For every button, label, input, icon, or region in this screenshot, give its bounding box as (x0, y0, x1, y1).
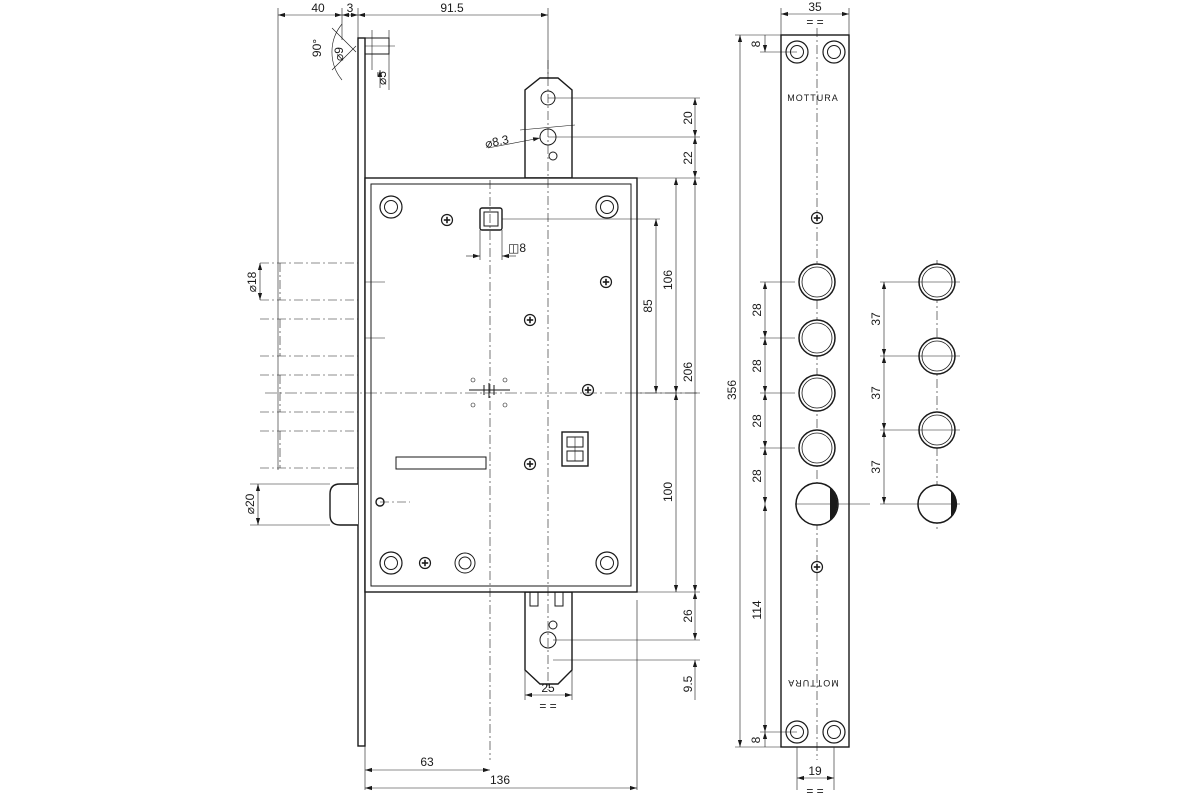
brand-label-bottom: MOTTURA (787, 678, 839, 688)
dim-90-deg: 90° (310, 39, 324, 57)
strike-plate: MOTTURA MOTTURA (780, 28, 870, 760)
dim-40: 40 (311, 1, 325, 15)
dim-136: 136 (490, 773, 510, 787)
lock-body (329, 77, 638, 685)
dim-9-5: 9.5 (681, 675, 695, 692)
dim-28-2: 28 (750, 359, 764, 373)
dim-114: 114 (750, 600, 764, 619)
dim-28-3: 28 (750, 414, 764, 428)
dim-phi-5: ⌀5 (375, 71, 389, 85)
dim-106: 106 (661, 270, 675, 290)
dim-8-bottom: 8 (749, 736, 763, 743)
dim-phi-9: ⌀9 (332, 47, 346, 61)
dim-356: 356 (725, 380, 739, 400)
dim-37-3: 37 (869, 460, 883, 474)
eq-mark-bottom-tab: = = (539, 699, 556, 713)
dim-91-5: 91.5 (440, 1, 464, 15)
eq-mark-top-strike: = = (806, 15, 823, 29)
dim-37-2: 37 (869, 386, 883, 400)
front-deadbolts: ⌀18 ⌀20 (243, 262, 700, 526)
dim-phi-8-3: ⌀8.3 (484, 132, 511, 151)
dim-100: 100 (661, 482, 675, 502)
centerlines (380, 60, 549, 760)
dim-square-8: ◫8 (508, 241, 526, 255)
dim-phi-20: ⌀20 (243, 493, 257, 514)
dim-22: 22 (681, 151, 695, 165)
faceplate-front (357, 37, 366, 747)
dim-35: 35 (808, 0, 822, 14)
dim-206: 206 (681, 362, 695, 382)
bolt-heads-detail: 37 37 37 (869, 260, 960, 530)
dim-28-1: 28 (750, 303, 764, 317)
dim-28-4: 28 (750, 469, 764, 483)
dim-25: 25 (541, 681, 555, 695)
strike-dimensions: 35 = = 356 8 28 28 28 28 114 8 19 = = (725, 0, 850, 798)
dim-20: 20 (681, 111, 695, 125)
dim-19: 19 (808, 764, 822, 778)
body-dimensions: 20 22 ⌀8.3 ◫8 85 106 206 100 26 9.5 (364, 97, 700, 791)
dim-85: 85 (641, 299, 655, 313)
brand-label-top: MOTTURA (787, 93, 839, 103)
eq-mark-bottom-strike: = = (806, 784, 823, 798)
dim-8-top: 8 (749, 40, 763, 47)
dim-63: 63 (420, 755, 434, 769)
dim-3: 3 (347, 1, 354, 15)
pin-detail: 90° ⌀9 ⌀5 (310, 23, 395, 90)
top-dimensions: 40 3 91.5 (277, 1, 549, 470)
dim-phi-18: ⌀18 (245, 271, 259, 292)
dim-26: 26 (681, 609, 695, 623)
dim-37-1: 37 (869, 312, 883, 326)
